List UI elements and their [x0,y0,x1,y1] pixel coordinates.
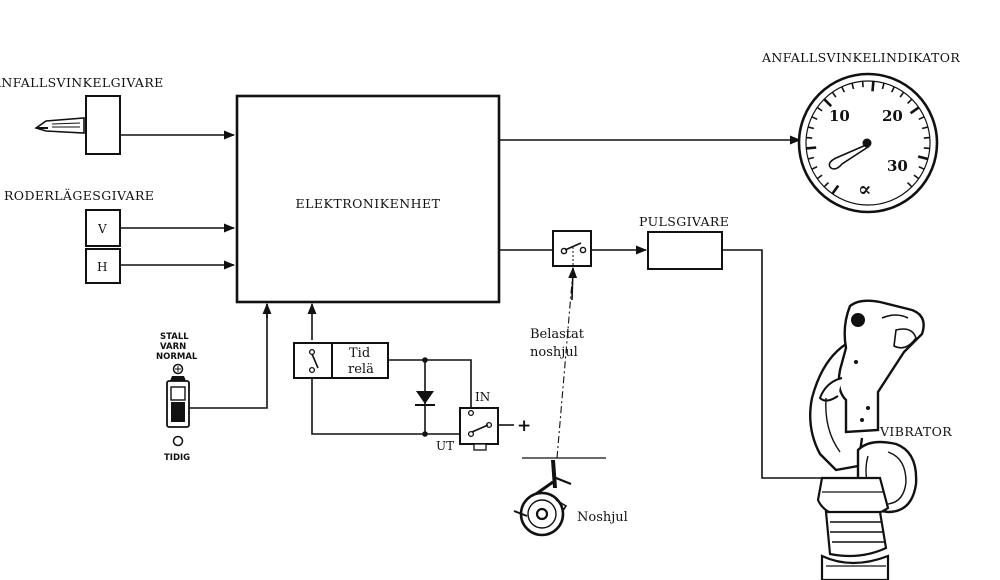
pulse-sensor-label: PULSGIVARE [639,214,729,229]
diode-icon [415,391,435,406]
vibrator-label: VIBRATOR [879,424,952,439]
gauge-tick-mark [899,91,905,98]
rudder-h-box [85,248,121,284]
in-out-switch-contact [467,409,493,438]
gauge-tick-mark [811,165,818,170]
nose-wheel-label: Noshjul [577,510,628,525]
rudder-sensor-label: RODERLÄGESGIVARE [4,187,154,203]
gauge-tick-mark [823,182,829,188]
gauge-tick-mark [913,174,920,180]
rudder-h-label: H [97,260,107,274]
rudder-v-label: V [97,222,107,236]
nose-loaded-label-line1: Belastat [530,327,585,342]
nose-loaded-label-line2: noshjul [530,345,578,360]
toggle-switch-icon[interactable] [166,363,190,428]
gauge-tick-mark [806,146,817,150]
gauge-tick-mark [917,155,929,161]
gauge-tick-mark [841,86,846,93]
gauge-tick-10: 10 [829,107,850,125]
gauge-tick-mark [811,116,818,121]
relay-return-line [311,378,465,435]
toggle-label-normal: NORMAL [156,352,198,362]
relay-supply-line [388,359,472,408]
toggle-label-tidig: TIDIG [164,453,190,463]
probe-icon [34,117,85,134]
gauge-tick-mark [923,136,930,139]
gauge-tick-mark [907,98,913,104]
gauge-tick-mark [861,81,864,88]
in-out-switch-lever [473,443,487,451]
switch-out-label: UT [436,439,454,453]
in-out-switch-box[interactable] [459,407,499,445]
aoa-sensor-label: ANFALLSVINKELGIVARE [0,75,164,90]
pulse-sensor-box [647,231,723,270]
gauge-tick-mark [831,184,840,195]
nose-switch-contact [560,242,587,266]
nose-loaded-mechanical-link [556,281,573,459]
gauge-tick-mark [807,156,815,160]
toggle-bottom-screw-icon [172,435,184,447]
gauge-tick-mark [871,81,875,92]
gauge-tick-mark [881,82,885,90]
gauge-tick-mark [907,182,913,188]
relay-contact [308,348,319,374]
gauge-pivot [862,138,872,148]
gauge-tick-mark [807,126,815,130]
gauge-tick-mark [823,98,833,108]
gauge-tick-mark [918,116,925,121]
time-relay-label-line1: Tid [349,346,370,361]
nose-wheel-icon [513,460,572,537]
aoa-indicator-label: ANFALLSVINKELINDIKATOR [761,50,960,65]
gauge-tick-mark [923,147,930,150]
gauge-tick-mark [909,106,920,115]
gauge-tick-mark [921,126,929,130]
nose-loaded-arrow [568,266,578,301]
aoa-sensor-box [85,95,121,155]
toggle-label-varn: VARN [160,342,186,352]
gauge-tick-20: 20 [882,107,903,125]
plus-terminal: + [517,416,531,436]
control-stick-icon [809,299,925,580]
gauge-tick-mark [918,165,925,170]
switch-in-label: IN [475,390,490,404]
gauge-tick-mark [816,174,823,180]
rudder-v-box [85,209,121,247]
electronics-unit-label: ELEKTRONIKENHET [295,196,440,211]
time-relay-box [331,342,389,379]
gauge-tick-mark [831,91,837,98]
electronics-unit-box [235,94,501,304]
vibrator-signal-line [722,249,862,479]
time-relay-label-line2: relä [348,362,374,377]
gauge-tick-mark [806,136,813,139]
aoa-gauge: 10 20 30 ∝ [797,72,939,214]
gauge-tick-30: 30 [887,157,908,175]
gauge-tick-mark [890,86,895,93]
toggle-signal-line [189,304,268,409]
toggle-label-stall: STALL [160,332,189,342]
gauge-tick-mark [816,106,823,112]
gauge-alpha-symbol: ∝ [858,177,871,201]
gauge-tick-mark [851,82,855,90]
gauge-needle [828,144,870,170]
